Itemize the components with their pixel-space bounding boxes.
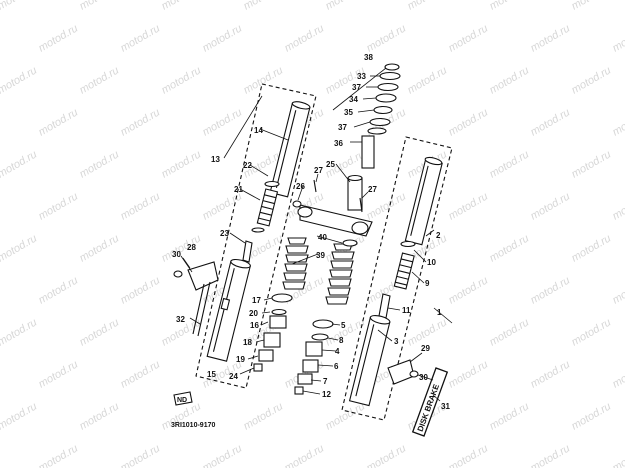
part-labels: 1 2 3 4 5 6 7 8 9 10 11 12 13 14 15 16 1…: [172, 53, 450, 411]
cable-guide-40: [342, 239, 358, 247]
part-label: 1: [437, 308, 442, 317]
part-label: 26: [296, 182, 305, 191]
ring-20: [271, 308, 287, 316]
outer-tube-right: [348, 315, 391, 407]
damper-rod-left: [242, 240, 253, 263]
nut-38: [384, 63, 400, 71]
part-label: 33: [357, 72, 366, 81]
part-label: 24: [229, 372, 238, 381]
bolt-24: [253, 363, 263, 372]
race-36top: [367, 127, 387, 135]
cover-35: [373, 105, 393, 115]
part-label: 38: [364, 53, 373, 62]
part-label: 37: [338, 123, 347, 132]
part-label: 29: [421, 344, 430, 353]
inner-tube-left: [269, 101, 311, 198]
part-label: 14: [254, 126, 263, 135]
part-label: 21: [234, 185, 243, 194]
washer-22: [264, 180, 280, 188]
part-label: 5: [341, 321, 346, 330]
damper-seat-7: [297, 373, 313, 385]
bearing-37b: [369, 117, 391, 127]
bushing-4: [305, 341, 323, 357]
part-label: 25: [326, 160, 335, 169]
part-label: 32: [176, 315, 185, 324]
part-label: 15: [207, 370, 216, 379]
brake-hose-32: [197, 281, 211, 337]
ring-21b: [251, 227, 265, 233]
outer-tube-left: [206, 258, 251, 362]
bolt-30-left: [173, 270, 183, 278]
part-label: 22: [243, 161, 252, 170]
part-label: 30: [419, 373, 428, 382]
oil-seal-5: [312, 319, 334, 329]
bushing-18: [263, 332, 281, 348]
stem-36: [361, 135, 375, 169]
part-label: 30: [172, 250, 181, 259]
front-tag: [173, 391, 193, 406]
collar-6: [302, 359, 319, 373]
spring-left: [256, 188, 279, 227]
oil-seal-17: [271, 293, 293, 303]
part-label: 12: [322, 390, 331, 399]
part-label: 3: [394, 337, 399, 346]
leader-lines: [180, 67, 453, 402]
ring-8: [311, 333, 329, 341]
part-label: 16: [250, 321, 259, 330]
race-34: [375, 93, 397, 103]
part-label: 11: [402, 306, 411, 315]
fork-boot-left: [282, 237, 309, 290]
bolt-26: [292, 200, 302, 208]
part-label: 37: [352, 83, 361, 92]
part-label: 8: [339, 336, 344, 345]
part-label: 36: [334, 139, 343, 148]
part-label: 40: [318, 233, 327, 242]
part-label: 39: [316, 251, 325, 260]
part-label: 7: [323, 377, 328, 386]
part-label: 6: [334, 362, 339, 371]
part-label: 35: [344, 108, 353, 117]
bearing-37a: [377, 82, 399, 92]
washer-10: [400, 240, 416, 248]
part-label: 4: [335, 347, 340, 356]
part-label: 23: [220, 229, 229, 238]
part-label: 9: [425, 279, 430, 288]
part-label: 19: [236, 355, 245, 364]
disk-brake-label: [411, 367, 449, 437]
bolt-30-right: [409, 370, 419, 378]
collar-16: [269, 315, 287, 329]
washer-33: [379, 71, 401, 81]
part-label: 28: [187, 243, 196, 252]
diagram-code: 3RI1010-9170: [171, 422, 215, 429]
part-label: 17: [252, 296, 261, 305]
damper-rod-right: [378, 293, 391, 319]
part-label: 27: [368, 185, 377, 194]
part-label: 20: [249, 309, 258, 318]
bolt-12: [294, 386, 304, 395]
right-fork-frame: [341, 136, 453, 421]
cable-holder-28: [187, 261, 219, 291]
part-label: 18: [243, 338, 252, 347]
part-label: 34: [349, 95, 358, 104]
part-label: 31: [441, 402, 450, 411]
front-tag-mark: ND: [177, 397, 187, 404]
fork-boot-right: [325, 243, 355, 305]
part-label: 2: [436, 231, 441, 240]
steering-stem: [347, 177, 363, 211]
part-label: 10: [427, 258, 436, 267]
damper-seat-19: [258, 349, 274, 362]
part-label: 13: [211, 155, 220, 164]
part-label: 27: [314, 166, 323, 175]
spring-right: [393, 252, 415, 290]
